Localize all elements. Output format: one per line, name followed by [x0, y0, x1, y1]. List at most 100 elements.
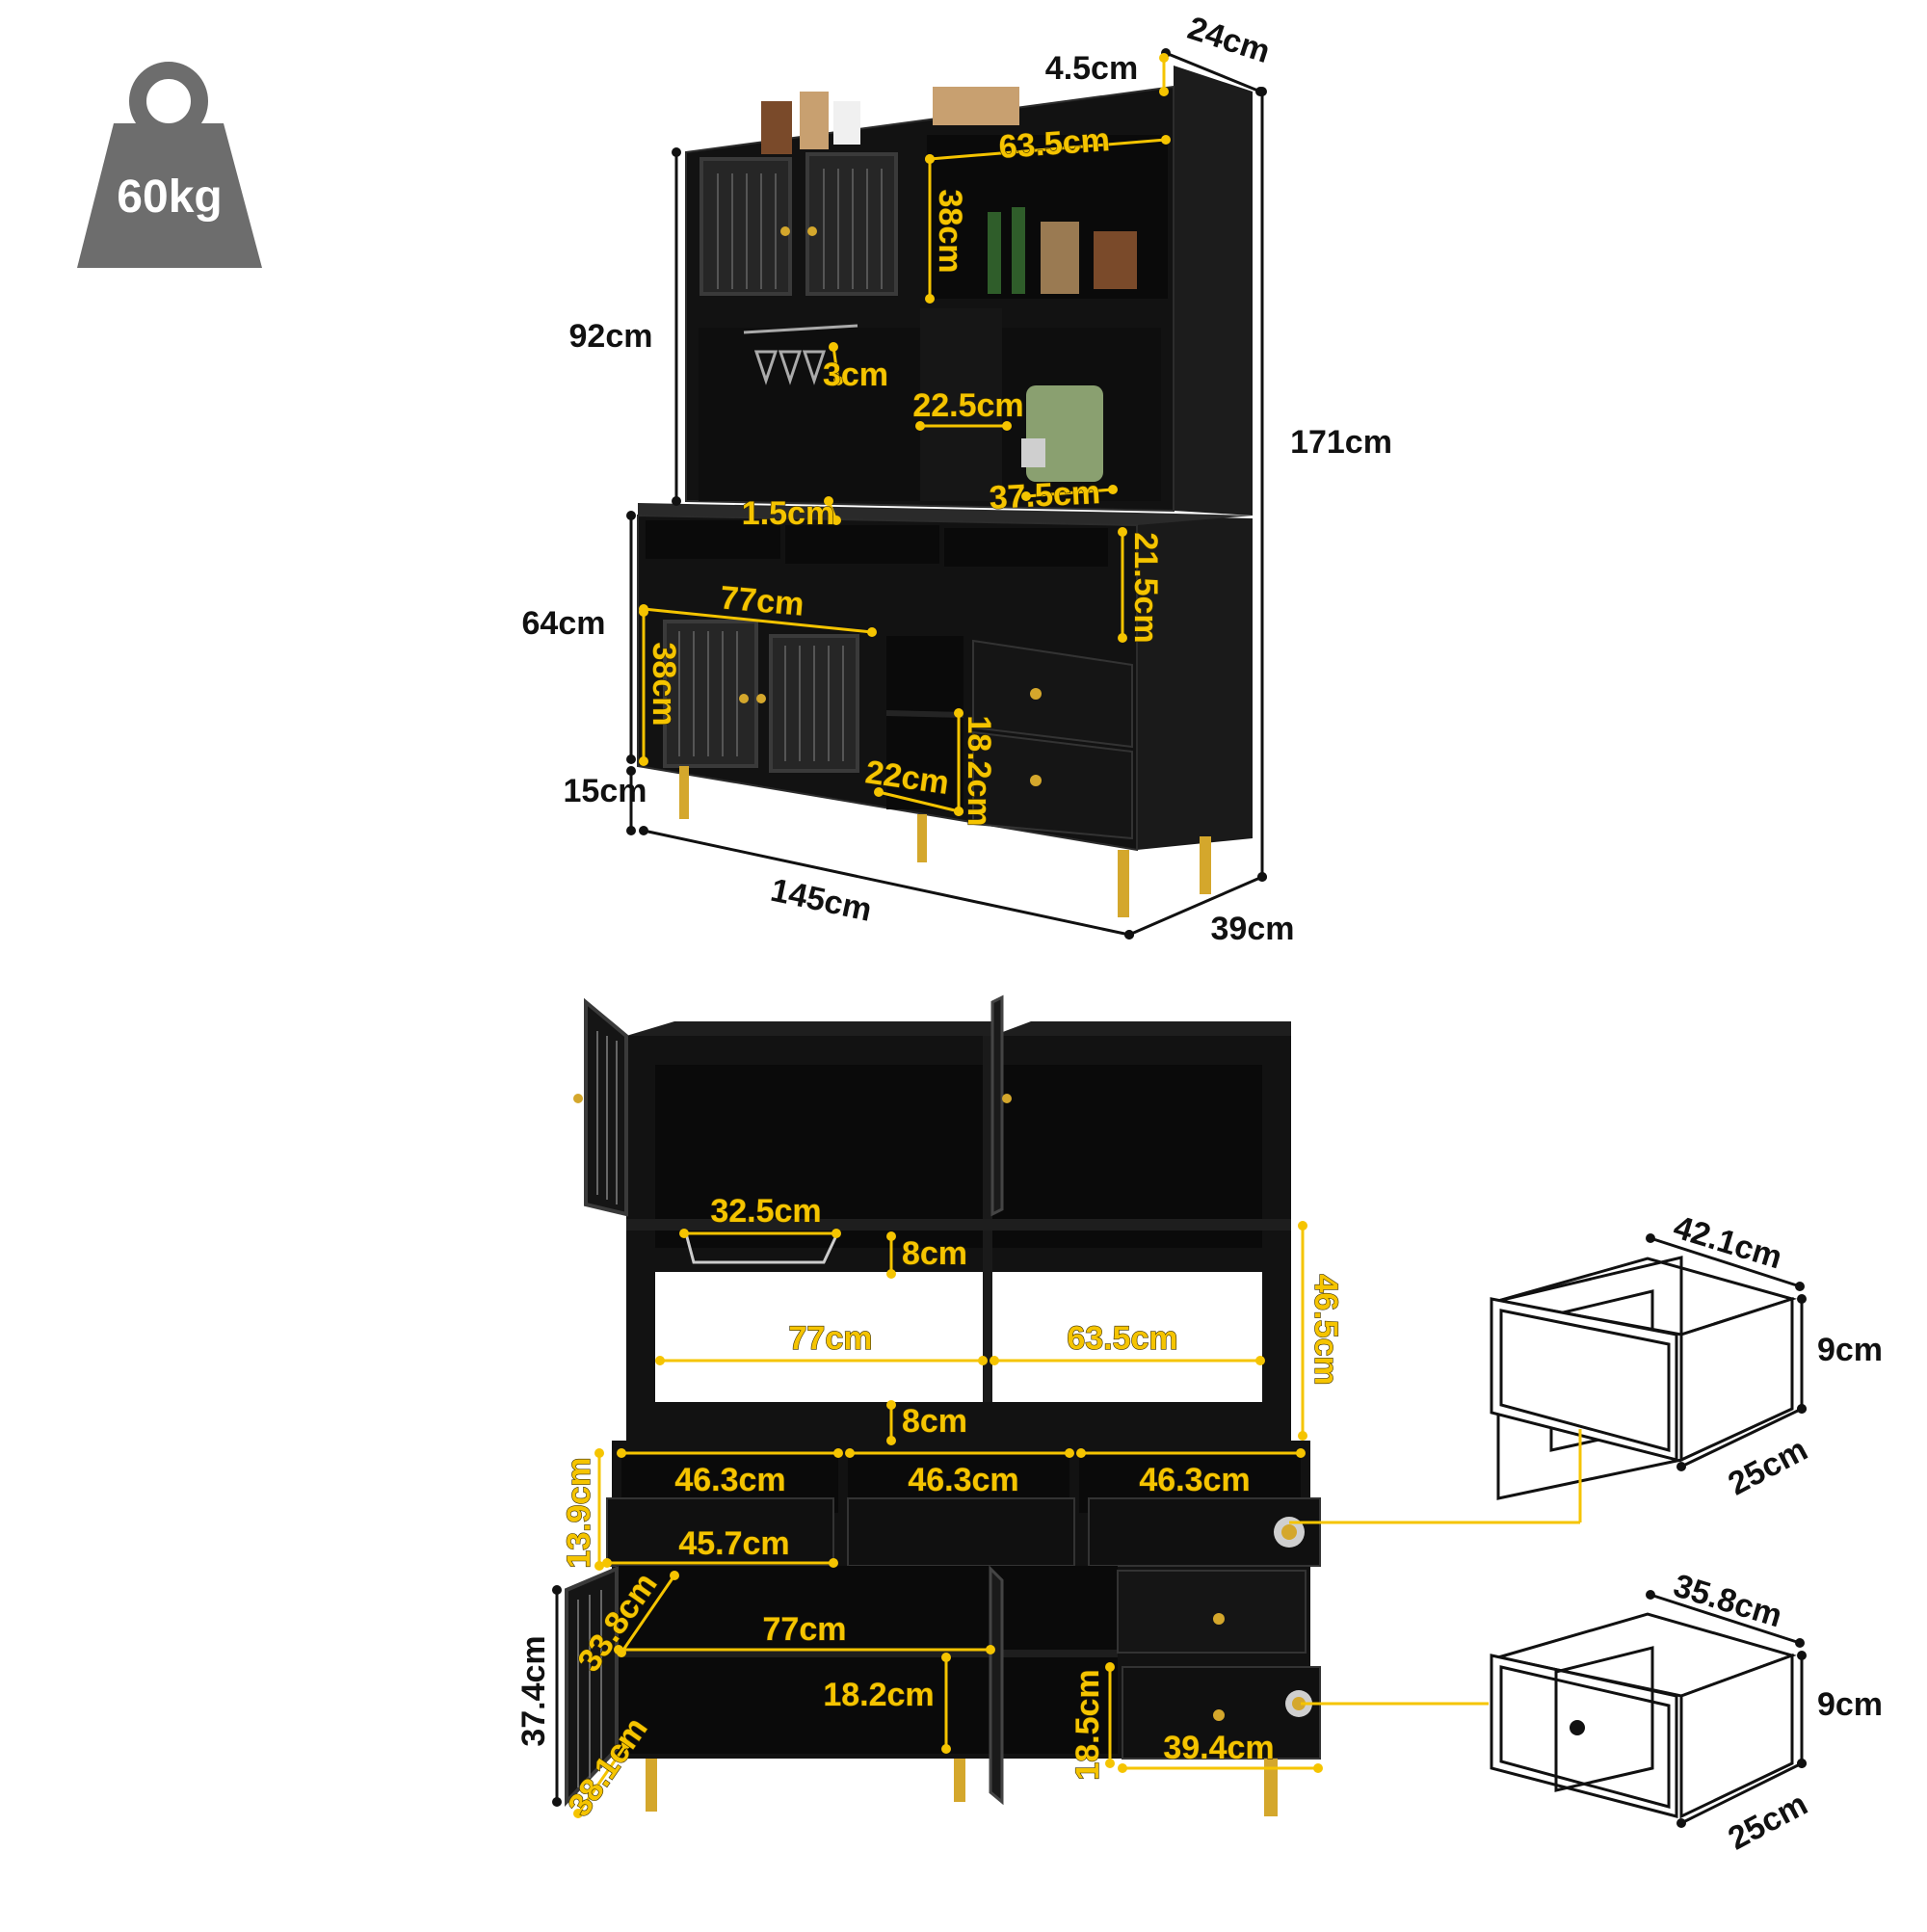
glass-rack-gap-line [832, 346, 840, 382]
cubby-2-width-endpoint [845, 1448, 855, 1458]
cubby-height-label: 21.5cm [1127, 532, 1164, 643]
middle-divider-width-endpoint [1002, 421, 1012, 431]
open-shelf-width-line [878, 790, 960, 813]
total-width-endpoint [639, 826, 648, 835]
open-cabinet-legs [646, 1759, 1278, 1816]
upper-open-height-endpoint [925, 154, 935, 164]
drawer-large-depth-endpoint [1797, 1759, 1807, 1768]
glass-rack-gap-endpoint [829, 342, 838, 352]
drawer-large-depth-endpoint [1676, 1818, 1686, 1828]
cubby-height-endpoint [594, 1561, 604, 1571]
open-shelf-height-label: 18.2cm [961, 715, 997, 826]
top-depth-line [1165, 51, 1261, 93]
base-cubbies [646, 520, 1108, 567]
shelf-bottles [988, 207, 1137, 294]
door-height-endpoint [552, 1585, 562, 1595]
open-height-endpoint [1298, 1221, 1307, 1231]
counter-shelf-height-endpoint [886, 1400, 896, 1410]
open-hutch-top-left [626, 1021, 992, 1036]
open-lower-right-door [989, 1565, 1004, 1806]
drawer-front-width-label: 45.7cm [678, 1525, 789, 1562]
rack-shelf-height-endpoint [886, 1269, 896, 1279]
middle-divider [920, 308, 1002, 501]
open-middle-right-post [1262, 1272, 1291, 1402]
lower-door-height-label: 38cm [646, 643, 682, 727]
glass-rack-width-label: 32.5cm [710, 1193, 821, 1230]
drawer-large-height-endpoint [1797, 1651, 1807, 1660]
total-depth-line [1128, 875, 1263, 937]
drawer-large-depth-line [1680, 1761, 1803, 1825]
hutch-height-endpoint [672, 147, 681, 157]
rack-shelf-height-label: 8cm [902, 1235, 967, 1272]
cubby-height-endpoint [1118, 633, 1127, 643]
weight-badge: 60kg [77, 62, 262, 268]
cubby-height-endpoint [1118, 527, 1127, 537]
total-width-label: 145cm [768, 872, 875, 929]
door-width-endpoint [621, 1739, 631, 1749]
counter-shelf-height-endpoint [886, 1436, 896, 1445]
coffee-machine [1021, 385, 1103, 482]
drawer-height-label: 18.5cm [1069, 1669, 1106, 1780]
base-side-panel [1137, 516, 1253, 850]
cubby-2-width-label: 46.3cm [908, 1462, 1018, 1498]
total-depth-label: 39cm [1211, 911, 1295, 947]
drawer-large-width-line [1650, 1593, 1801, 1645]
base-open-shelf [885, 636, 964, 809]
lower-door-width-endpoint [867, 627, 877, 637]
open-right-width-endpoint [1255, 1356, 1265, 1365]
glass-rack-width-endpoint [832, 1229, 841, 1238]
upper-open-height-endpoint [925, 294, 935, 304]
open-glass-rack [684, 1231, 840, 1264]
open-right-width-label: 63.5cm [1067, 1320, 1177, 1357]
counter-shelf-height-label: 8cm [902, 1403, 967, 1440]
open-hutch-divider [983, 1036, 992, 1441]
door-width-line [576, 1743, 628, 1814]
cabinet-legs [679, 766, 1211, 917]
total-depth-endpoint [1257, 872, 1267, 882]
drawer-large-width-endpoint [1646, 1590, 1655, 1600]
hutch-side-panel [1174, 66, 1253, 516]
upper-open-width-label: 63.5cm [997, 121, 1111, 166]
open-left-width-label: 77cm [789, 1320, 873, 1357]
glass-rack-gap-endpoint [833, 376, 843, 385]
drawer-large-height-label: 9cm [1817, 1686, 1883, 1723]
drawer-width-endpoint [1313, 1763, 1323, 1773]
leg-height-endpoint [626, 826, 636, 835]
drawer-small-depth-line [1680, 1407, 1803, 1469]
drawer-front-width-endpoint [829, 1558, 838, 1568]
open-lower-left-door [565, 1565, 619, 1808]
upper-open-width-endpoint [1161, 135, 1171, 145]
open-lower-interior [617, 1566, 1118, 1754]
open-right-drawers [1117, 1570, 1321, 1760]
lower-cabinet-width-endpoint [614, 1645, 623, 1654]
open-height-endpoint [1298, 1431, 1307, 1441]
counter-top [638, 503, 1253, 525]
cubby-3-width-endpoint [1296, 1448, 1306, 1458]
top-shelf-height-endpoint [1159, 87, 1169, 96]
drawer-width-label: 39.4cm [1163, 1730, 1274, 1766]
total-width-line [643, 829, 1130, 937]
open-counter-shelf [626, 1402, 1291, 1445]
cubby-1-width-endpoint [617, 1448, 626, 1458]
weight-label: 60kg [117, 172, 222, 223]
drawer-small-width-endpoint [1646, 1233, 1655, 1243]
door-diag-line [620, 1575, 676, 1654]
base-height-label: 64cm [522, 605, 606, 642]
counter-depth-endpoint [832, 516, 841, 525]
open-middle-post [983, 1272, 992, 1407]
top-depth-label: 24cm [1183, 10, 1274, 70]
door-width-endpoint [573, 1809, 583, 1818]
drawer-small-depth-endpoint [1797, 1404, 1807, 1414]
open-upper-left-door [573, 997, 628, 1217]
open-pulled-drawers [606, 1497, 1321, 1567]
glass-rack-width-endpoint [679, 1229, 689, 1238]
leg-height-label: 15cm [564, 773, 647, 809]
cubby-2-width-endpoint [1065, 1448, 1074, 1458]
open-left-width-endpoint [978, 1356, 988, 1365]
top-shelf-height-endpoint [1159, 53, 1169, 63]
lower-door-width-label: 77cm [719, 579, 805, 622]
drawer-front-width-endpoint [602, 1558, 612, 1568]
middle-divider-width-endpoint [915, 421, 925, 431]
base-height-endpoint [626, 754, 636, 764]
lower-shelf-height-label: 18.2cm [823, 1677, 934, 1713]
